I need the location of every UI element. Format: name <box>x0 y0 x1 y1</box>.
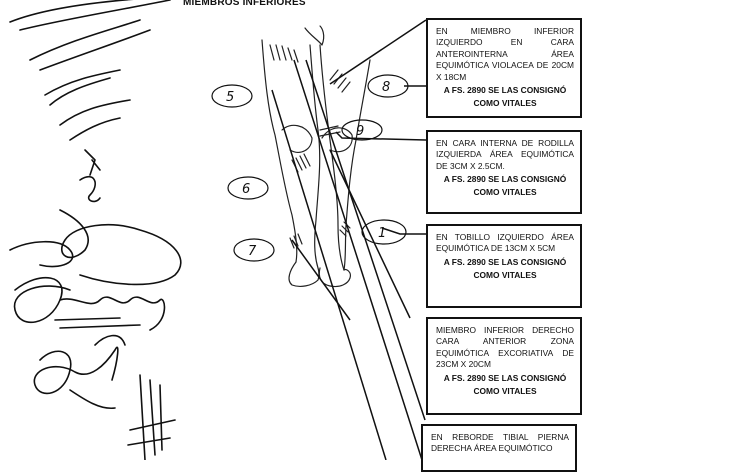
annotation-description: EN REBORDE TIBIAL PIERNA DERECHA ÁREA EQ… <box>431 432 569 453</box>
annotation-description: EN MIEMBRO INFERIOR IZQUIERDO EN CARA AN… <box>436 26 574 82</box>
annotation-box: EN REBORDE TIBIAL PIERNA DERECHA ÁREA EQ… <box>421 424 577 472</box>
annotation-description: MIEMBRO INFERIOR DERECHO CARA ANTERIOR Z… <box>436 325 574 370</box>
annotation-box: EN CARA INTERNA DE RODILLA IZQUIERDA ÁRE… <box>426 130 582 214</box>
annotation-description: EN TOBILLO IZQUIERDO ÁREA EQUIMÓTICA DE … <box>436 232 574 254</box>
marker-5-circle <box>211 84 253 108</box>
marker-7-circle <box>233 238 275 262</box>
annotation-box: MIEMBRO INFERIOR DERECHO CARA ANTERIOR Z… <box>426 317 582 415</box>
annotation-description: EN CARA INTERNA DE RODILLA IZQUIERDA ÁRE… <box>436 138 574 171</box>
annotation-reference: A FS. 2890 SE LAS CONSIGNÓ COMO VITALES <box>443 174 567 198</box>
annotation-box: EN MIEMBRO INFERIOR IZQUIERDO EN CARA AN… <box>426 18 582 118</box>
annotation-reference: A FS. 2890 SE LAS CONSIGNÓ COMO VITALES <box>443 372 567 396</box>
marker-6-circle <box>227 176 269 200</box>
marker-5-label: 5 <box>226 90 234 105</box>
marker-8-label: 8 <box>382 80 390 95</box>
annotation-reference: A FS. 2890 SE LAS CONSIGNÓ COMO VITALES <box>443 256 567 280</box>
document-page: MIEMBROS INFERIORES <box>9 0 582 472</box>
marker-9-label: 9 <box>356 124 364 139</box>
marker-6-label: 6 <box>242 182 250 197</box>
marker-7-label: 7 <box>248 244 257 259</box>
marker-1-label: 1 <box>378 226 386 241</box>
marker-labels: 5 6 7 8 9 1 <box>226 80 390 259</box>
marker-1-circle <box>361 219 407 245</box>
annotation-box: EN TOBILLO IZQUIERDO ÁREA EQUIMÓTICA DE … <box>426 224 582 308</box>
marker-9-circle <box>341 119 383 141</box>
annotation-reference: A FS. 2890 SE LAS CONSIGNÓ COMO VITALES <box>443 85 567 109</box>
signatures-drawing <box>9 0 427 460</box>
section-heading: MIEMBROS INFERIORES <box>183 0 306 8</box>
